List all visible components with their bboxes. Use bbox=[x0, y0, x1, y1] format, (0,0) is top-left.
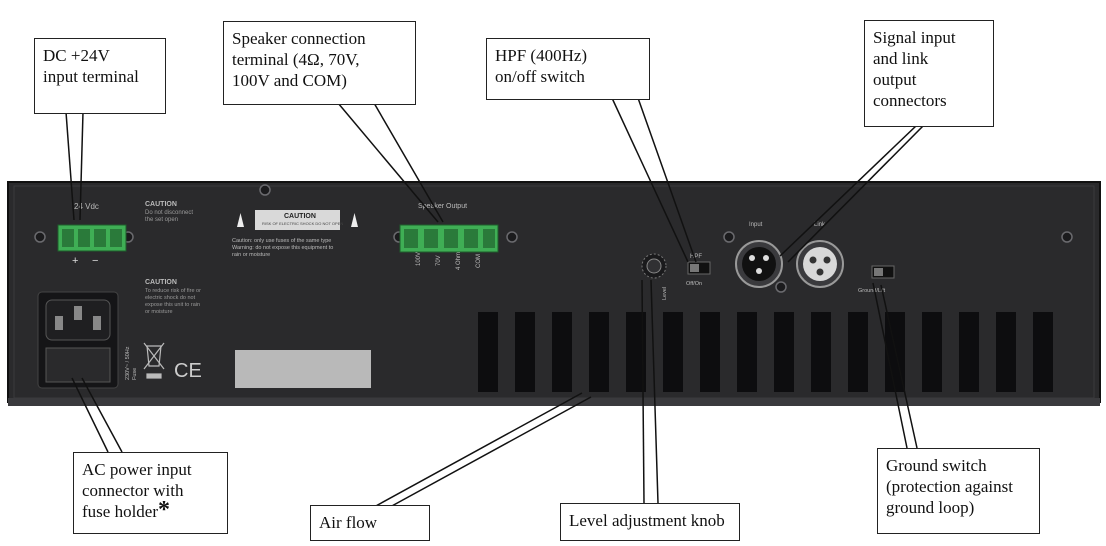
xlr-input-connector bbox=[735, 240, 783, 288]
serial-label bbox=[235, 350, 371, 388]
link-label: Link bbox=[814, 222, 826, 228]
hpf-state-label: Off/On bbox=[686, 281, 702, 287]
callout-ac-power-text: AC power input connector with fuse holde… bbox=[82, 460, 192, 521]
dc-terminal-label: 24 Vdc bbox=[74, 202, 99, 211]
hpf-label: HPF bbox=[690, 254, 702, 260]
air-vents bbox=[478, 312, 1053, 392]
dc-minus-label: − bbox=[92, 255, 98, 267]
speaker-term-label: COM bbox=[476, 254, 482, 268]
warning-sub: RISK OF ELECTRIC SHOCK DO NOT OPEN bbox=[262, 221, 343, 226]
callout-dc-input: DC +24V input terminal bbox=[34, 38, 166, 114]
ce-mark: CE bbox=[174, 360, 202, 382]
dc-input-terminal bbox=[57, 224, 127, 252]
weee-icon bbox=[143, 342, 165, 379]
speaker-term-label: 70V bbox=[436, 255, 442, 266]
caution-top-title: CAUTION bbox=[145, 201, 177, 208]
speaker-terminal-labels: 100V 70V 4 Ohm COM bbox=[416, 252, 482, 270]
callout-speaker-terminal: Speaker connection terminal (4Ω, 70V, 10… bbox=[223, 21, 416, 105]
ac-power-inlet bbox=[37, 291, 119, 389]
level-knob bbox=[641, 253, 667, 279]
speaker-term-label: 4 Ohm bbox=[456, 252, 462, 270]
chassis-foot-rail bbox=[8, 398, 1100, 406]
mains-rating: 230V~ / 50HzFuse bbox=[125, 346, 138, 380]
callout-hpf-switch: HPF (400Hz) on/off switch bbox=[486, 38, 650, 100]
speaker-term-label: 100V bbox=[416, 252, 422, 266]
speaker-output-label: Speaker Output bbox=[418, 203, 467, 210]
dc-plus-label: + bbox=[72, 255, 78, 267]
leader-lines bbox=[65, 97, 925, 508]
input-label: Input bbox=[749, 222, 763, 228]
callout-ground-switch: Ground switch (protection against ground… bbox=[877, 448, 1040, 534]
callout-air-flow: Air flow bbox=[310, 505, 430, 541]
callout-level-knob: Level adjustment knob bbox=[560, 503, 740, 541]
asterisk-mark: * bbox=[158, 497, 171, 523]
warning-title: CAUTION bbox=[284, 213, 316, 220]
caution-left-title: CAUTION bbox=[145, 279, 177, 286]
ground-lift-label: Ground/Lift bbox=[858, 288, 886, 294]
callout-ac-power: AC power input connector with fuse holde… bbox=[73, 452, 228, 534]
level-label: Level bbox=[662, 287, 668, 300]
callout-signal-connectors: Signal input and link output connectors bbox=[864, 20, 994, 127]
speaker-terminal bbox=[399, 224, 499, 253]
xlr-link-connector bbox=[796, 240, 844, 288]
warning-label bbox=[237, 210, 358, 230]
warning-body: Caution: only use fuses of the same type… bbox=[232, 238, 333, 258]
